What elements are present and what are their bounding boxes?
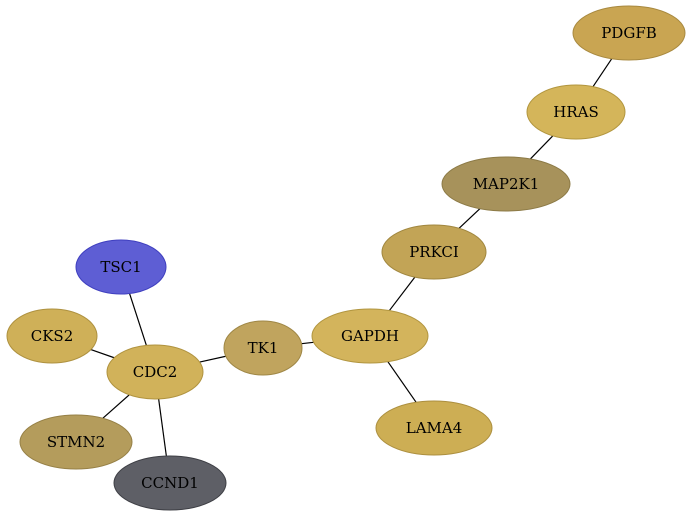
node-hras[interactable]: HRAS xyxy=(526,84,626,140)
node-shape-map2k1 xyxy=(441,156,571,212)
edge-cdc2-stmn2 xyxy=(102,394,130,419)
node-label-stmn2: STMN2 xyxy=(47,433,105,451)
node-shape-prkci xyxy=(381,224,487,280)
node-tsc1[interactable]: TSC1 xyxy=(75,239,167,295)
node-lama4[interactable]: LAMA4 xyxy=(375,400,493,456)
node-shape-pdgfb xyxy=(572,5,686,61)
edge-prkci-gapdh xyxy=(388,276,416,311)
node-gapdh[interactable]: GAPDH xyxy=(311,308,429,364)
node-shape-tk1 xyxy=(223,320,303,376)
edge-layer xyxy=(90,58,613,457)
edge-tk1-cdc2 xyxy=(199,355,226,363)
edge-pdgfb-hras xyxy=(592,58,613,88)
node-label-hras: HRAS xyxy=(553,103,598,121)
node-label-tsc1: TSC1 xyxy=(100,258,141,276)
node-label-cdc2: CDC2 xyxy=(133,363,178,381)
node-shape-stmn2 xyxy=(19,414,133,470)
node-prkci[interactable]: PRKCI xyxy=(381,224,487,280)
edge-cdc2-ccnd1 xyxy=(158,398,167,457)
edge-tsc1-cdc2 xyxy=(129,293,147,346)
node-label-lama4: LAMA4 xyxy=(406,419,463,437)
node-label-prkci: PRKCI xyxy=(409,243,459,261)
node-ccnd1[interactable]: CCND1 xyxy=(113,455,227,511)
node-shape-hras xyxy=(526,84,626,140)
node-shape-cks2 xyxy=(6,308,98,364)
node-label-map2k1: MAP2K1 xyxy=(473,175,540,193)
node-shape-ccnd1 xyxy=(113,455,227,511)
node-label-gapdh: GAPDH xyxy=(341,327,399,345)
edge-map2k1-prkci xyxy=(458,208,481,229)
edge-hras-map2k1 xyxy=(529,135,554,160)
edge-gapdh-tk1 xyxy=(301,341,314,345)
node-label-cks2: CKS2 xyxy=(31,327,74,345)
node-shape-cdc2 xyxy=(106,344,204,400)
edge-gapdh-lama4 xyxy=(387,361,417,403)
node-tk1[interactable]: TK1 xyxy=(223,320,303,376)
node-shape-gapdh xyxy=(311,308,429,364)
node-label-tk1: TK1 xyxy=(248,339,279,357)
node-label-ccnd1: CCND1 xyxy=(141,474,199,492)
node-cks2[interactable]: CKS2 xyxy=(6,308,98,364)
node-cdc2[interactable]: CDC2 xyxy=(106,344,204,400)
node-stmn2[interactable]: STMN2 xyxy=(19,414,133,470)
node-shape-tsc1 xyxy=(75,239,167,295)
edge-cks2-cdc2 xyxy=(90,349,115,359)
node-label-pdgfb: PDGFB xyxy=(601,24,657,42)
node-shape-lama4 xyxy=(375,400,493,456)
node-map2k1[interactable]: MAP2K1 xyxy=(441,156,571,212)
node-pdgfb[interactable]: PDGFB xyxy=(572,5,686,61)
